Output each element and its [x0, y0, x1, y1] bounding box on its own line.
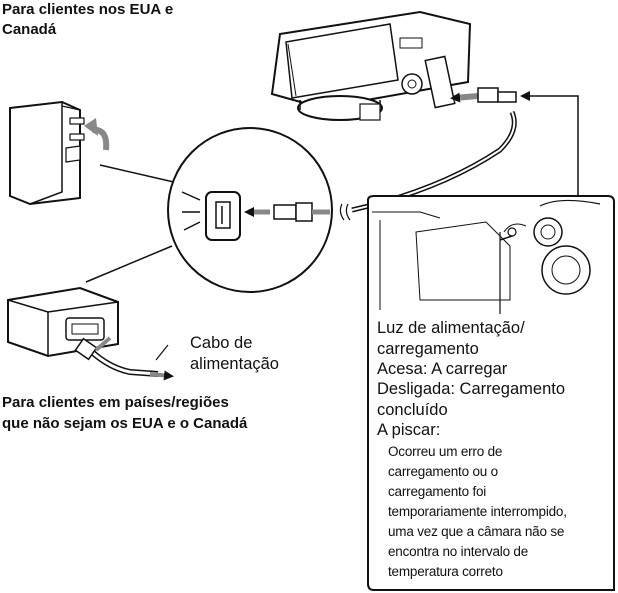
- usb-plug-icon: [273, 202, 330, 222]
- indicator-lit: Acesa: A carregar: [377, 360, 508, 378]
- heading-us-canada: Para clientes nos EUA e Canadá: [2, 1, 174, 38]
- power-cable-label: Cabo de alimentação: [190, 334, 279, 373]
- indicator-blinking: A piscar:: [377, 421, 441, 439]
- heading-other-regions: Para clientes em países/regiões que não …: [2, 394, 248, 432]
- indicator-info-box: [367, 195, 615, 591]
- indicator-off: Desligada: Carregamento concluído: [377, 380, 566, 419]
- port-closeup: [85, 127, 351, 293]
- us-adapter-illustration: [9, 100, 85, 206]
- power-cable-illustration: [74, 336, 174, 381]
- camera-illustration: [270, 10, 472, 121]
- indicator-blinking-detail: Ocorreu um erro de carregamento ou o car…: [388, 444, 567, 579]
- indicator-title: Luz de alimentação/ carregamento: [377, 319, 525, 358]
